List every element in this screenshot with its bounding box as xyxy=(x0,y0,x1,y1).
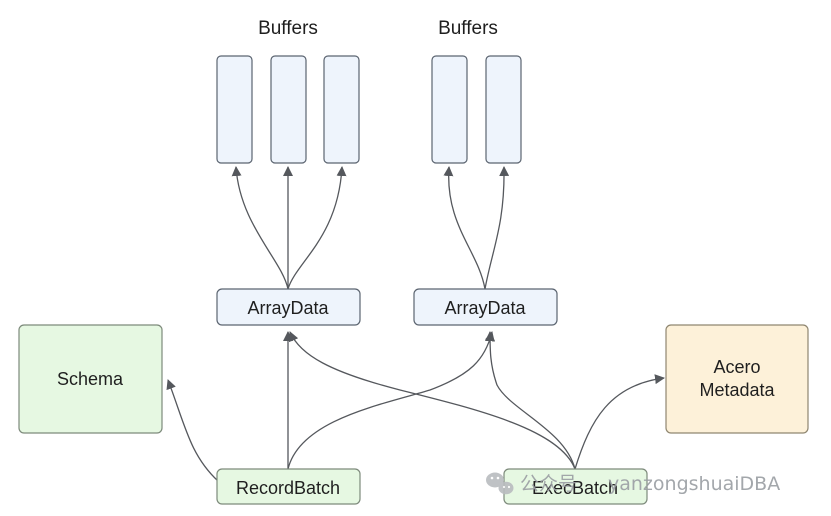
buffers-title-2: Buffers xyxy=(438,18,498,39)
edge-arraydata1-buffer1 xyxy=(231,166,289,290)
execbatch-label: ExecBatch xyxy=(532,478,618,498)
edge-execbatch-arraydata1 xyxy=(289,331,576,470)
schema-label: Schema xyxy=(57,369,124,389)
acero-metadata-label-line1: Acero xyxy=(713,357,760,377)
execbatch-node: ExecBatch xyxy=(503,468,648,505)
buffer-1-1 xyxy=(216,55,253,164)
acero-metadata-label-line2: Metadata xyxy=(699,380,775,400)
buffers-title-1: Buffers xyxy=(258,18,318,39)
arraydata-node-1: ArrayData xyxy=(216,288,361,326)
buffer-1-2 xyxy=(270,55,307,164)
wechat-icon xyxy=(486,472,514,495)
edge-arraydata2-buffer2 xyxy=(484,166,510,290)
arraydata-label-1: ArrayData xyxy=(247,298,329,318)
arraydata-label-2: ArrayData xyxy=(444,298,526,318)
recordbatch-node: RecordBatch xyxy=(216,468,361,505)
watermark: 公众号 yanzongshuaiDBA xyxy=(486,472,780,495)
buffers-group-2: Buffers xyxy=(431,18,522,164)
recordbatch-label: RecordBatch xyxy=(236,478,340,498)
edges xyxy=(166,166,665,482)
schema-node: Schema xyxy=(18,324,163,434)
acero-metadata-node: Acero Metadata xyxy=(665,324,809,434)
watermark-account: yanzongshuaiDBA xyxy=(608,473,780,495)
buffer-1-3 xyxy=(323,55,360,164)
edge-recordbatch-schema xyxy=(166,379,219,482)
edge-execbatch-acero-metadata xyxy=(574,374,665,470)
edge-recordbatch-arraydata2 xyxy=(287,331,495,470)
buffer-2-1 xyxy=(431,55,468,164)
buffer-2-2 xyxy=(485,55,522,164)
arraydata-node-2: ArrayData xyxy=(413,288,558,326)
watermark-source-label: 公众号 xyxy=(520,473,577,495)
edge-arraydata1-buffer3 xyxy=(287,166,347,290)
edge-execbatch-arraydata2 xyxy=(485,331,576,470)
edge-arraydata2-buffer1 xyxy=(443,166,486,290)
buffers-group-1: Buffers xyxy=(216,18,360,164)
